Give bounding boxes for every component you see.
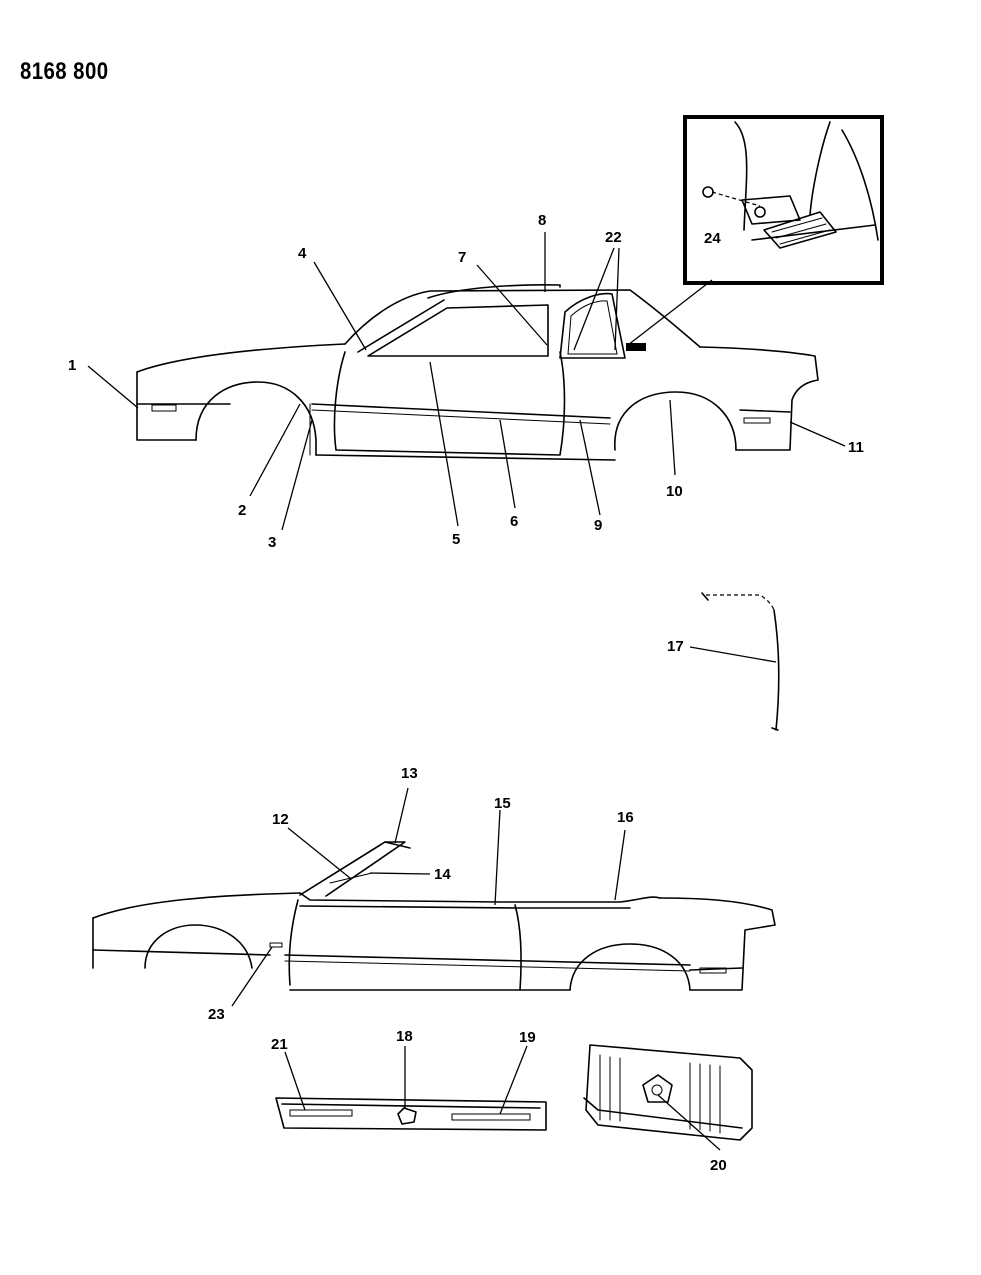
callout-17: 17 [667, 638, 684, 655]
callout-1: 1 [68, 357, 76, 374]
grille-molding-part [275, 1097, 547, 1131]
callout-15: 15 [494, 795, 511, 812]
convertible-side-view [92, 841, 776, 991]
callout-4: 4 [298, 245, 307, 262]
callout-7: 7 [458, 249, 466, 266]
callout-12: 12 [272, 811, 289, 828]
callout-19: 19 [519, 1029, 536, 1046]
callout-14: 14 [434, 866, 451, 883]
callout-13: 13 [401, 765, 418, 782]
callout-9: 9 [594, 517, 602, 534]
callout-21: 21 [271, 1036, 288, 1053]
part-17-molding [701, 592, 780, 731]
callout-5: 5 [452, 531, 460, 548]
rear-panel-part [583, 1044, 753, 1141]
callout-18: 18 [396, 1028, 413, 1045]
callout-labels: 1 2 3 4 5 6 7 8 9 10 11 12 13 14 15 16 1… [68, 212, 864, 1174]
coupe-side-view [136, 284, 819, 461]
callout-16: 16 [617, 809, 634, 826]
detail-inset-24 [683, 115, 884, 285]
document-number: 8168 800 [20, 58, 109, 85]
callout-2: 2 [238, 502, 246, 519]
callout-20: 20 [710, 1157, 727, 1174]
callout-11: 11 [848, 439, 864, 456]
callout-8: 8 [538, 212, 546, 229]
callout-22: 22 [605, 229, 622, 246]
callout-6: 6 [510, 513, 518, 530]
callout-10: 10 [666, 483, 683, 500]
leader-lines [87, 232, 846, 1151]
callout-23: 23 [208, 1006, 225, 1023]
callout-24: 24 [704, 230, 721, 247]
callout-3: 3 [268, 534, 276, 551]
